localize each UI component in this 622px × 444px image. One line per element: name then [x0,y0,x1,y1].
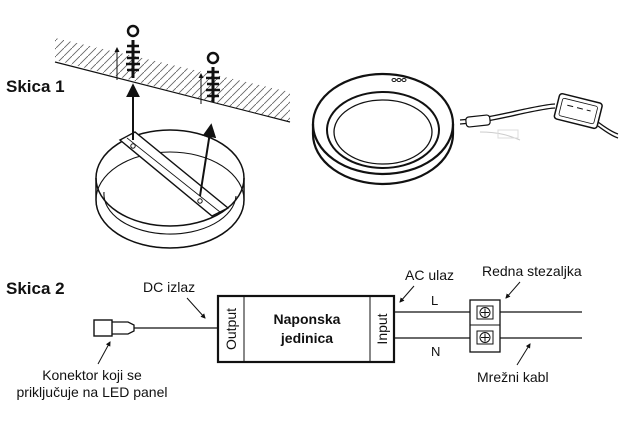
dc-output-pointer [186,297,206,319]
dc-output-label: DC izlaz [143,279,195,295]
terminal-block-pointer [505,281,521,299]
terminal-screw-icon [479,307,491,318]
screw-anchor-left-icon [114,24,140,80]
terminal-block [469,299,501,353]
psu-title-line1: Naponska [274,311,341,327]
psu-title-line2: jedinica [280,330,333,346]
connector-label-line2: priključuje na LED panel [17,384,168,400]
ac-input-pointer [399,285,415,303]
led-panel-illustration [311,72,455,186]
sketch1-title: Skica 1 [6,77,65,96]
connector-label-line1: Konektor koji se [42,367,142,383]
screw-anchor-right-icon [198,51,220,104]
mounting-arrows [126,83,217,197]
terminal-block-label: Redna stezaljka [482,263,582,279]
sketch2-title: Skica 2 [6,279,65,298]
ac-input-label: AC ulaz [405,267,454,283]
psu-output-label: Output [223,308,239,350]
terminal-screw-icon [479,332,491,343]
cable-with-driver-illustration [459,92,619,141]
connector-pointer [97,341,111,365]
neutral-label: N [431,344,440,359]
power-cable-label: Mrežni kabl [477,369,549,385]
ceiling-illustration [54,38,291,123]
dc-output-cable [93,319,218,337]
power-cable-pointer [516,343,531,366]
power-supply-unit: Output Input Naponska jedinica [216,294,396,364]
mounting-ring-illustration [95,129,245,249]
line-label: L [431,293,438,308]
psu-input-label: Input [374,313,390,344]
